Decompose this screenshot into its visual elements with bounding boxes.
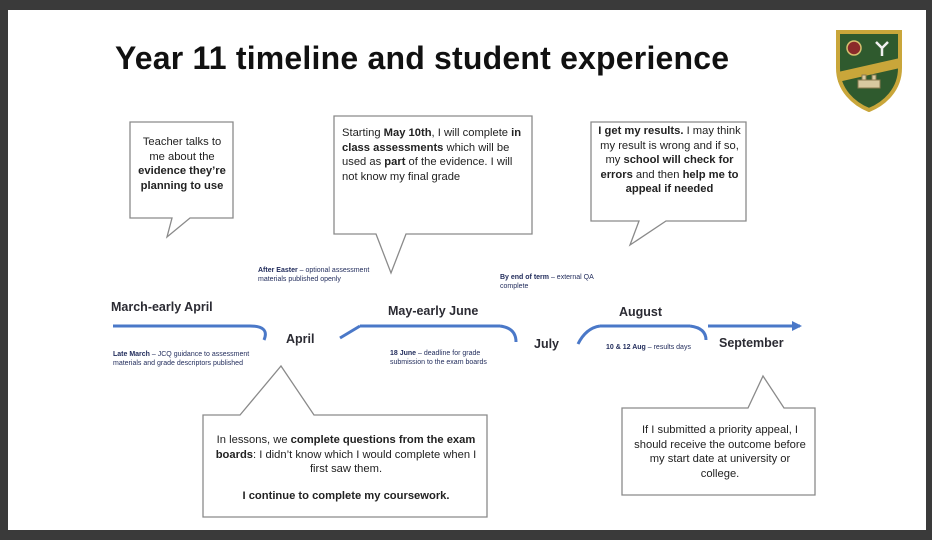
slide-title: Year 11 timeline and student experience [115,40,730,76]
note-after-easter: After Easter – optional assessment mater… [258,267,370,283]
stage-july: July [534,337,560,351]
school-crest-icon [836,30,902,112]
timeline-arrow [113,321,802,345]
priority-callout-shape [621,374,816,496]
callout-boxes [129,115,816,518]
timeline-graphic [113,115,816,518]
may10-assessments-callout: Starting May 10th, I will complete in cl… [342,127,522,183]
teacher-callout-shape [129,121,234,239]
lessons-callout-shape [202,364,488,518]
note-results-days: 10 & 12 Aug – results days [606,344,691,351]
results-callout: I get my results. I may think my result … [598,125,741,195]
teacher-evidence-callout: Teacher talks to me about the evidence t… [138,136,226,192]
may10-callout-shape [333,115,533,275]
results-callout-shape [590,121,747,247]
stage-august: August [619,305,663,319]
slide: Year 11 timeline and student experience [8,10,926,530]
stage-may-early-june: May-early June [388,304,479,318]
lessons-callout: In lessons, we complete questions from t… [215,434,477,502]
stage-april: April [286,332,315,346]
stage-march-early-april: March-early April [111,300,213,314]
note-18-june: 18 June – deadline for grade submission … [390,350,487,366]
note-late-march: Late March – JCQ guidance to assessment … [113,351,250,367]
priority-appeal-callout: If I submitted a priority appeal, I shou… [634,424,806,480]
stage-september: September [719,336,784,350]
note-end-of-term: By end of term – external QA complete [500,274,594,290]
